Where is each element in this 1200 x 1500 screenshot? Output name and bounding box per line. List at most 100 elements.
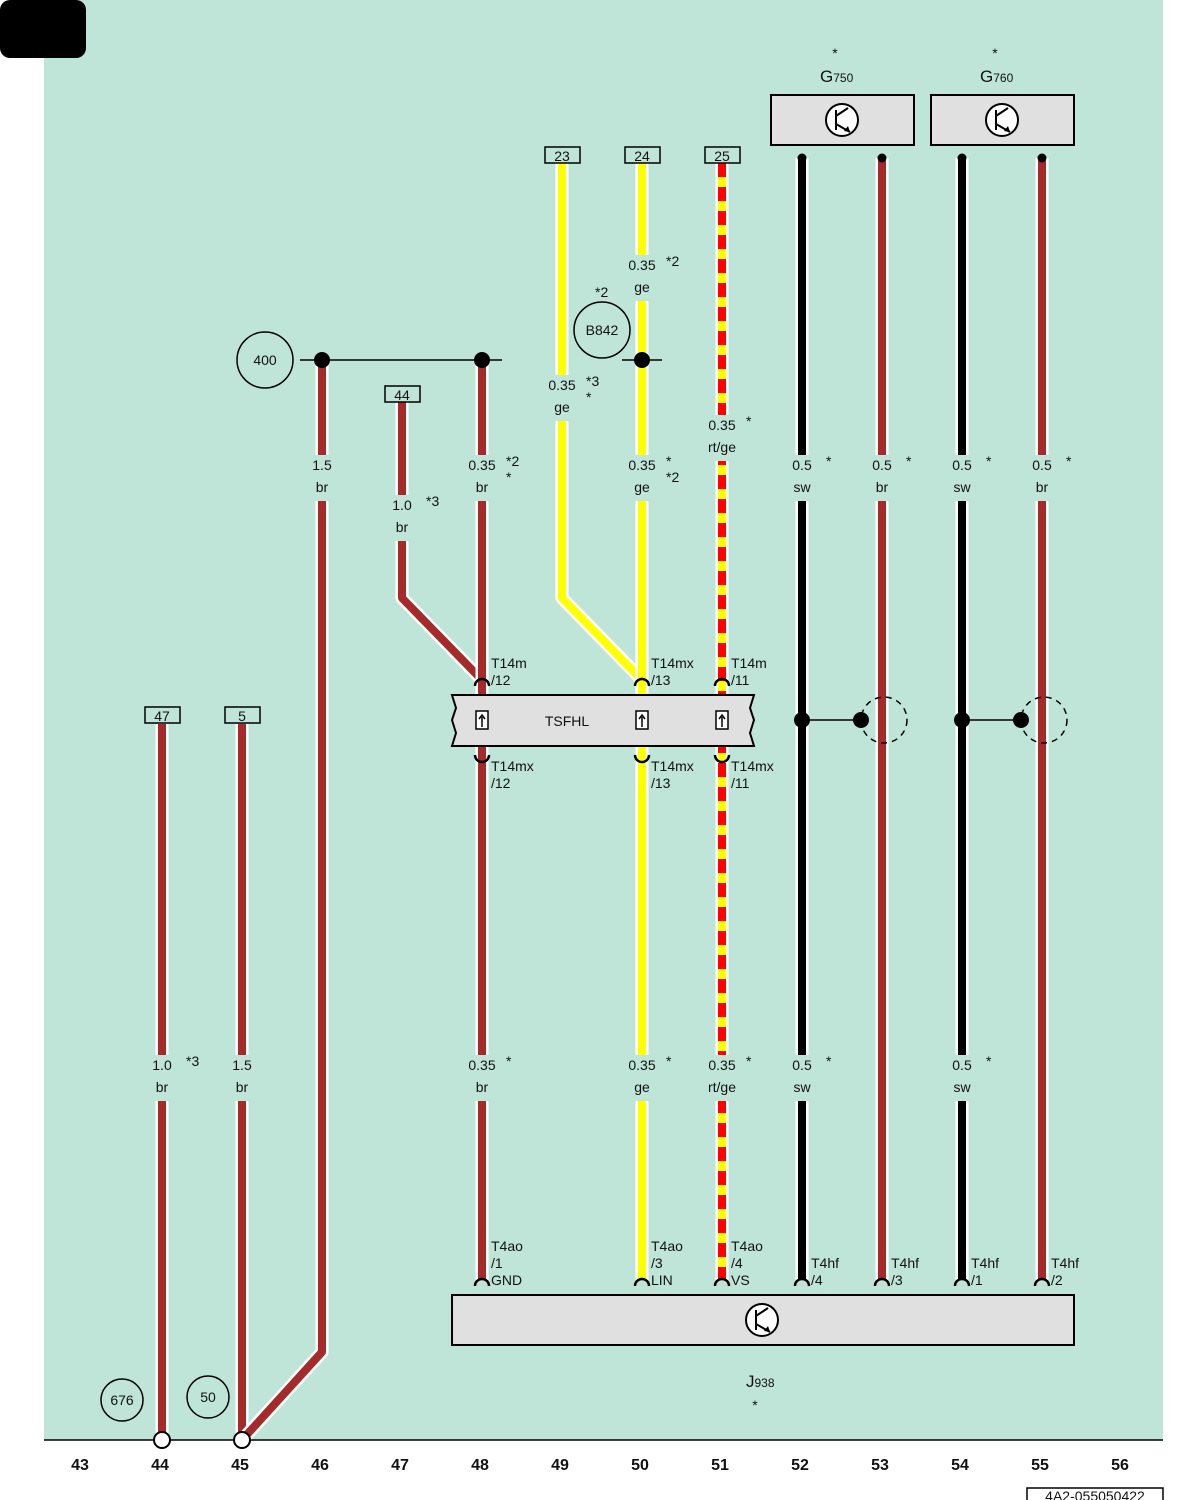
wire-color: sw xyxy=(953,479,971,495)
wire-size: 0.5 xyxy=(792,457,812,473)
wire-size: 0.5 xyxy=(952,457,972,473)
pin-text: T14m xyxy=(491,655,527,671)
svg-text:TSFHL: TSFHL xyxy=(545,713,590,729)
wire-note: * xyxy=(826,453,832,469)
pin-text: /13 xyxy=(651,775,671,791)
axis-number: 44 xyxy=(151,1457,169,1474)
wire-color: sw xyxy=(793,479,811,495)
wire-note: * xyxy=(746,1053,752,1069)
wire-label-w44: 1.0br*3 xyxy=(142,1053,199,1101)
pin-arc xyxy=(713,754,731,764)
wire-47 xyxy=(395,402,487,685)
transistor-icon xyxy=(825,103,859,137)
pin-text: /12 xyxy=(491,775,511,791)
wire-color: br xyxy=(1036,479,1049,495)
wire-size: 0.35 xyxy=(468,457,495,473)
connector-pin-icon xyxy=(475,710,489,730)
pin-text: /4 xyxy=(811,1272,823,1288)
pin-label-t14mx_12: T14mx/12 xyxy=(491,758,534,791)
pin-text: T14mx xyxy=(651,655,694,671)
pin-label-t14m_12: T14m/12 xyxy=(491,655,527,688)
wire-label-w54_bot: 0.5sw* xyxy=(942,1053,992,1101)
svg-text:676: 676 xyxy=(110,1392,134,1408)
pin-arc xyxy=(793,1277,811,1287)
svg-text:*2: *2 xyxy=(595,284,608,300)
component-tsfhl: TSFHL xyxy=(450,694,756,747)
pin-text: /1 xyxy=(491,1255,503,1271)
transistor-icon xyxy=(985,103,1019,137)
pin-arc xyxy=(713,1277,731,1287)
wire-color: ge xyxy=(554,399,570,415)
pin-arc xyxy=(473,677,491,687)
pin-arc xyxy=(713,677,731,687)
wire-size: 0.5 xyxy=(1032,457,1052,473)
axis-number: 55 xyxy=(1031,1457,1049,1474)
wire-note: *2 xyxy=(666,253,679,269)
ref-box-24: 24 xyxy=(624,146,661,164)
pin-arc xyxy=(633,754,651,764)
wire-note: *2 xyxy=(506,453,519,469)
wire-color: br xyxy=(236,1079,249,1095)
pin-text: /12 xyxy=(491,672,511,688)
wire-note: * xyxy=(666,453,672,469)
pin-text: GND xyxy=(491,1272,522,1288)
axis-number: 53 xyxy=(871,1457,889,1474)
wire-color: br xyxy=(396,519,409,535)
wire-note: * xyxy=(506,1053,512,1069)
wire-size: 0.35 xyxy=(628,257,655,273)
pin-text: T4hf xyxy=(971,1255,999,1271)
wire-label-layer: 1.5br1.0br*30.35br*2*0.35ge*3*0.35ge*20.… xyxy=(142,253,1072,1101)
wire-color: br xyxy=(316,479,329,495)
pin-arcs xyxy=(473,677,1051,1287)
pin-text: T4hf xyxy=(1051,1255,1079,1271)
pin-label-t14mx_13: T14mx/13 xyxy=(651,758,694,791)
wire-label-w45: 1.5 br xyxy=(222,1055,262,1101)
axis-number: 47 xyxy=(391,1457,409,1474)
wire-label-w54_top: 0.5 sw * xyxy=(942,453,992,501)
svg-text:*: * xyxy=(752,1397,758,1413)
pin-text: T4hf xyxy=(811,1255,839,1271)
wire-size: 0.35 xyxy=(708,417,735,433)
pin-text: T14mx xyxy=(651,758,694,774)
pin-text: VS xyxy=(731,1272,750,1288)
wire-label-w52_top: 0.5 sw * xyxy=(782,453,832,501)
pin-text: T14m xyxy=(731,655,767,671)
junction-48 xyxy=(474,352,490,368)
pin-text: /3 xyxy=(651,1255,663,1271)
axis-number: 50 xyxy=(631,1457,649,1474)
axis-number: 43 xyxy=(71,1457,89,1474)
pin-text: /4 xyxy=(731,1255,743,1271)
pin-label-t14mx_11: T14mx/11 xyxy=(731,758,774,791)
wire-color: br xyxy=(876,479,889,495)
axis-number: 46 xyxy=(311,1457,329,1474)
wire-size: 0.35 xyxy=(468,1057,495,1073)
pin-text: /1 xyxy=(971,1272,983,1288)
wire-color: rt/ge xyxy=(708,439,736,455)
svg-text:5: 5 xyxy=(238,708,246,724)
wire-color: sw xyxy=(793,1079,811,1095)
pin-label-layer: T14m/12T14mx/13T14m/11T14mx/12T14mx/13T1… xyxy=(491,655,1079,1288)
wire-size: 0.5 xyxy=(952,1057,972,1073)
wire-size: 1.0 xyxy=(392,497,412,513)
wire-label-w55_top: 0.5br* xyxy=(1022,453,1072,501)
wire-note: * xyxy=(986,453,992,469)
wire-label-w46: 1.5br xyxy=(302,455,342,501)
wire-49 xyxy=(555,163,647,685)
pin-label-t14mx_13_top: T14mx/13 xyxy=(651,655,694,688)
pin-arc xyxy=(953,1277,971,1287)
axis-number: 52 xyxy=(791,1457,809,1474)
pin-text: T14mx xyxy=(491,758,534,774)
pin-arc xyxy=(473,754,491,764)
pin-arc xyxy=(873,1277,891,1287)
wire-size: 1.5 xyxy=(232,1057,252,1073)
pin-text: T4ao xyxy=(731,1238,763,1254)
svg-text:47: 47 xyxy=(154,708,170,724)
pin-arc xyxy=(633,1277,651,1287)
pin-text: /3 xyxy=(891,1272,903,1288)
wire-note: *3 xyxy=(186,1053,199,1069)
wire-label-w52_bot: 0.5sw* xyxy=(782,1053,832,1101)
axis-number: 49 xyxy=(551,1457,569,1474)
